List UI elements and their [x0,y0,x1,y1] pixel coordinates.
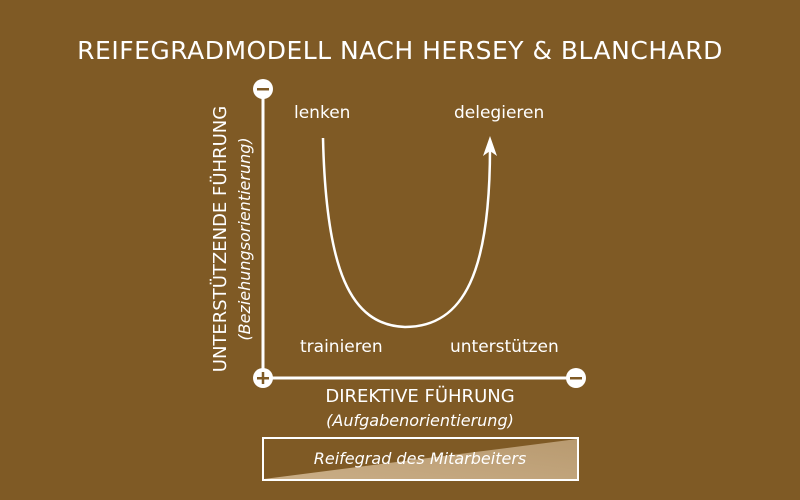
curve-arrowhead [483,136,497,156]
diagram-title: REIFEGRADMODELL NACH HERSEY & BLANCHARD [77,36,723,65]
quadrant-lenken: lenken [294,103,351,123]
maturity-bar-label: Reifegrad des Mitarbeiters [313,449,527,468]
origin-plus-marker [253,368,273,388]
quadrant-trainieren: trainieren [300,337,383,357]
quadrant-unterstuetzen: unterstützen [450,337,559,357]
x-axis-title: DIREKTIVE FÜHRUNG [325,386,515,407]
x-axis-minus-marker [566,368,586,388]
x-axis-subtitle: (Aufgabenorientierung) [326,411,514,430]
y-axis-subtitle: (Beziehungsorientierung) [235,137,254,341]
maturity-bar [262,437,579,481]
x-axis-label: DIREKTIVE FÜHRUNG (Aufgabenorientierung) [270,385,570,433]
y-axis-title: UNTERSTÜTZENDE FÜHRUNG [210,105,231,373]
maturity-gradient-wedge [264,439,577,479]
y-axis-label: UNTERSTÜTZENDE FÜHRUNG (Beziehungsorient… [209,94,257,384]
quadrant-delegieren: delegieren [454,103,545,123]
development-curve [321,137,492,329]
y-axis-minus-marker [253,79,273,99]
